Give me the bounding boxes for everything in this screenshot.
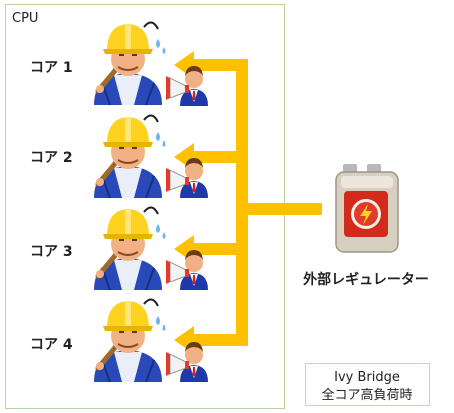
cpu-label: CPU <box>12 11 38 26</box>
note-line-2: 全コア高負荷時 <box>321 387 412 403</box>
core-2: コア 2 <box>30 115 209 199</box>
regulator-label: 外部レギュレーター <box>303 271 429 288</box>
core-label: コア 3 <box>30 244 73 260</box>
arrow-branch-1 <box>190 59 248 71</box>
arrow-feed <box>236 203 322 215</box>
arrow-branch-2 <box>190 151 248 163</box>
core-3: コア 3 <box>30 207 209 291</box>
core-4: コア 4 <box>30 299 209 383</box>
arrow-branch-3 <box>190 243 248 255</box>
note-box <box>305 363 430 406</box>
core-1: コア 1 <box>30 22 209 107</box>
core-label: コア 2 <box>30 150 73 166</box>
manager-icon <box>165 249 209 291</box>
manager-icon <box>165 341 209 383</box>
manager-icon <box>165 157 209 199</box>
arrow-trunk <box>236 59 248 346</box>
core-label: コア 1 <box>30 60 73 76</box>
note-line-1: Ivy Bridge <box>334 370 400 385</box>
core-label: コア 4 <box>30 337 73 353</box>
worker-icon <box>94 22 166 105</box>
worker-icon <box>94 207 166 290</box>
battery-icon <box>335 164 399 253</box>
arrow-branch-4 <box>190 334 248 346</box>
worker-icon <box>94 115 166 198</box>
manager-icon <box>165 65 209 107</box>
worker-icon <box>94 299 166 382</box>
